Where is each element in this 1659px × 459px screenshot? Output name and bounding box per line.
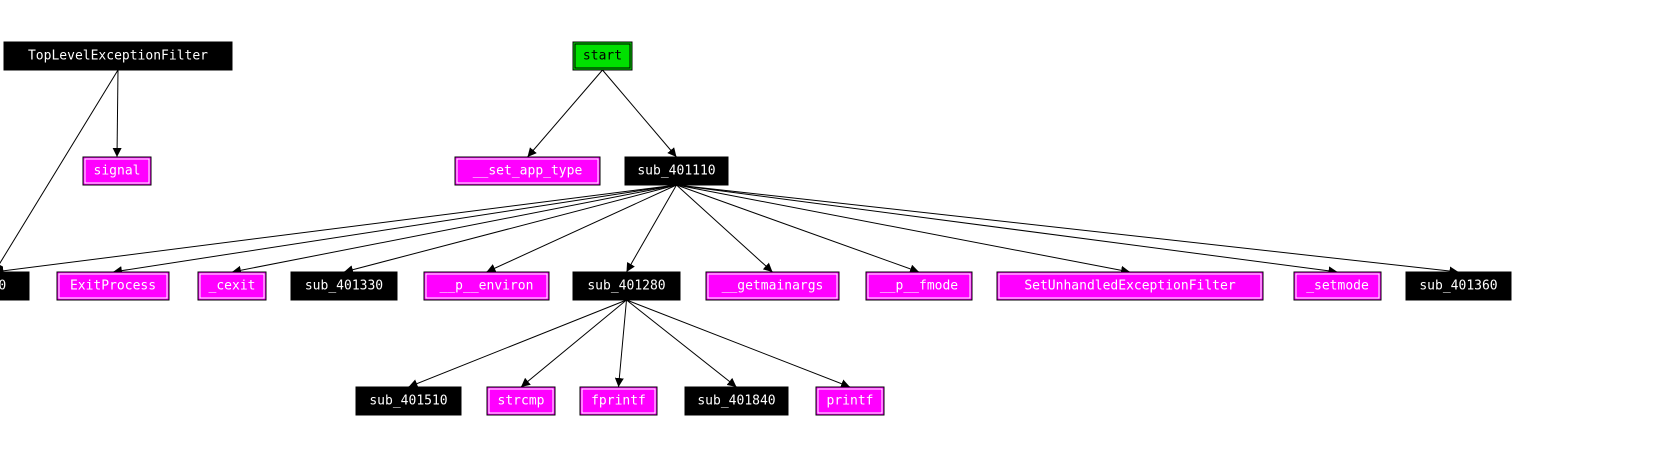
node-box bbox=[56, 271, 170, 301]
edge-sub-401280-to-sub-401840 bbox=[626, 299, 737, 388]
node-cexit[interactable]: _cexit bbox=[197, 271, 267, 301]
node-box bbox=[815, 386, 885, 416]
node-signal[interactable]: signal bbox=[82, 156, 152, 186]
node-box bbox=[423, 271, 550, 301]
node-box bbox=[0, 271, 30, 301]
node-label: start bbox=[583, 49, 622, 64]
node-sub-401840[interactable]: sub_401840 bbox=[684, 386, 789, 416]
node-box bbox=[454, 156, 601, 186]
node-inner-border bbox=[707, 273, 838, 299]
node-box bbox=[355, 386, 462, 416]
node-fprintf[interactable]: fprintf bbox=[579, 386, 658, 416]
node-label: TopLevelExceptionFilter bbox=[28, 49, 208, 64]
edge-sub-401110-to-p-environ bbox=[486, 184, 677, 273]
node-p-fmode[interactable]: __p__fmode bbox=[865, 271, 973, 301]
node-label: sub_401510 bbox=[369, 394, 447, 409]
edge-sub-401110-to-sub-401330 bbox=[343, 184, 677, 275]
node-label: sub_401360 bbox=[1419, 279, 1497, 294]
edge-sub-401110-to-exit-process bbox=[112, 184, 677, 276]
edge-start-to-sub-401110 bbox=[602, 69, 677, 158]
node-label: __getmainargs bbox=[722, 279, 824, 294]
node-box bbox=[624, 156, 729, 186]
node-inner-border bbox=[58, 273, 168, 299]
node-sub-401510[interactable]: sub_401510 bbox=[355, 386, 462, 416]
node-label: ExitProcess bbox=[70, 279, 156, 294]
node-inner-border bbox=[1295, 273, 1380, 299]
node-box bbox=[3, 41, 233, 71]
node-box bbox=[684, 386, 789, 416]
node-inner-border bbox=[456, 158, 599, 184]
node-label: __p__fmode bbox=[880, 279, 958, 294]
node-strcmp[interactable]: strcmp bbox=[486, 386, 556, 416]
edge-sub-401110-to-set-unhandled-exception-filter bbox=[676, 184, 1131, 275]
node-label: _cexit bbox=[209, 279, 256, 294]
edge-sub-401110-to-sub-401280 bbox=[626, 184, 677, 273]
node-sub-401330[interactable]: sub_401330 bbox=[290, 271, 398, 301]
edge-sub-401110-to-p-fmode bbox=[676, 184, 920, 274]
node-label: printf bbox=[827, 394, 874, 409]
node-label: __set_app_type bbox=[473, 164, 583, 179]
node-inner-border bbox=[199, 273, 265, 299]
node-sub-401360[interactable]: sub_401360 bbox=[1405, 271, 1512, 301]
node-set-app-type[interactable]: __set_app_type bbox=[454, 156, 601, 186]
node-box bbox=[290, 271, 398, 301]
node-inner-border bbox=[574, 43, 631, 69]
node-label: fprintf bbox=[591, 394, 646, 409]
node-box bbox=[996, 271, 1264, 301]
node-p-environ[interactable]: __p__environ bbox=[423, 271, 550, 301]
node-sub-401480[interactable]: 480 bbox=[0, 271, 30, 301]
edge-sub-401280-to-printf bbox=[626, 299, 851, 388]
node-inner-border bbox=[581, 388, 656, 414]
node-sub-401280[interactable]: sub_401280 bbox=[572, 271, 681, 301]
node-inner-border bbox=[867, 273, 971, 299]
node-box bbox=[705, 271, 840, 301]
node-label: sub_401110 bbox=[637, 164, 715, 179]
node-inner-border bbox=[488, 388, 554, 414]
node-start[interactable]: start bbox=[572, 41, 633, 71]
node-box bbox=[197, 271, 267, 301]
node-set-unhandled-exception-filter[interactable]: SetUnhandledExceptionFilter bbox=[996, 271, 1264, 301]
node-label: sub_401280 bbox=[587, 279, 665, 294]
node-label: __p__environ bbox=[440, 279, 534, 294]
edge-start-to-set-app-type bbox=[527, 69, 603, 158]
node-box bbox=[572, 271, 681, 301]
node-label: sub_401840 bbox=[697, 394, 775, 409]
node-box bbox=[1293, 271, 1382, 301]
node-inner-border bbox=[84, 158, 150, 184]
node-label: SetUnhandledExceptionFilter bbox=[1024, 279, 1235, 294]
node-box bbox=[572, 41, 633, 71]
node-label: _setmode bbox=[1306, 279, 1369, 294]
node-box bbox=[1405, 271, 1512, 301]
node-inner-border bbox=[425, 273, 548, 299]
edge-sub-401280-to-fprintf bbox=[614, 299, 627, 388]
edge-sub-401110-to-sub-401360 bbox=[676, 184, 1459, 276]
edge-sub-401110-to-cexit bbox=[231, 184, 677, 275]
node-top-level-exception-filter[interactable]: TopLevelExceptionFilter bbox=[3, 41, 233, 71]
node-box bbox=[82, 156, 152, 186]
edge-top-level-exception-filter-to-signal bbox=[112, 69, 122, 158]
node-inner-border bbox=[817, 388, 883, 414]
node-exit-process[interactable]: ExitProcess bbox=[56, 271, 170, 301]
edge-sub-401280-to-sub-401510 bbox=[408, 299, 627, 388]
edge-top-level-exception-filter-to-sub-401480 bbox=[0, 69, 119, 272]
node-label: sub_401330 bbox=[305, 279, 383, 294]
node-printf[interactable]: printf bbox=[815, 386, 885, 416]
node-label: strcmp bbox=[498, 394, 545, 409]
node-getmainargs[interactable]: __getmainargs bbox=[705, 271, 840, 301]
node-box bbox=[865, 271, 973, 301]
node-label: signal bbox=[94, 164, 141, 179]
edge-sub-401280-to-strcmp bbox=[520, 299, 627, 388]
edge-sub-401110-to-setmode bbox=[676, 184, 1338, 276]
nodes-layer: TopLevelExceptionFilter start signal __set_… bbox=[0, 41, 1512, 416]
edges-layer bbox=[0, 69, 1459, 388]
node-sub-401110[interactable]: sub_401110 bbox=[624, 156, 729, 186]
node-box bbox=[579, 386, 658, 416]
node-box bbox=[486, 386, 556, 416]
node-inner-border bbox=[998, 273, 1262, 299]
edge-sub-401110-to-sub-401480 bbox=[0, 184, 677, 276]
node-setmode[interactable]: _setmode bbox=[1293, 271, 1382, 301]
edge-sub-401110-to-getmainargs bbox=[676, 184, 773, 273]
node-label: 480 bbox=[0, 279, 6, 294]
